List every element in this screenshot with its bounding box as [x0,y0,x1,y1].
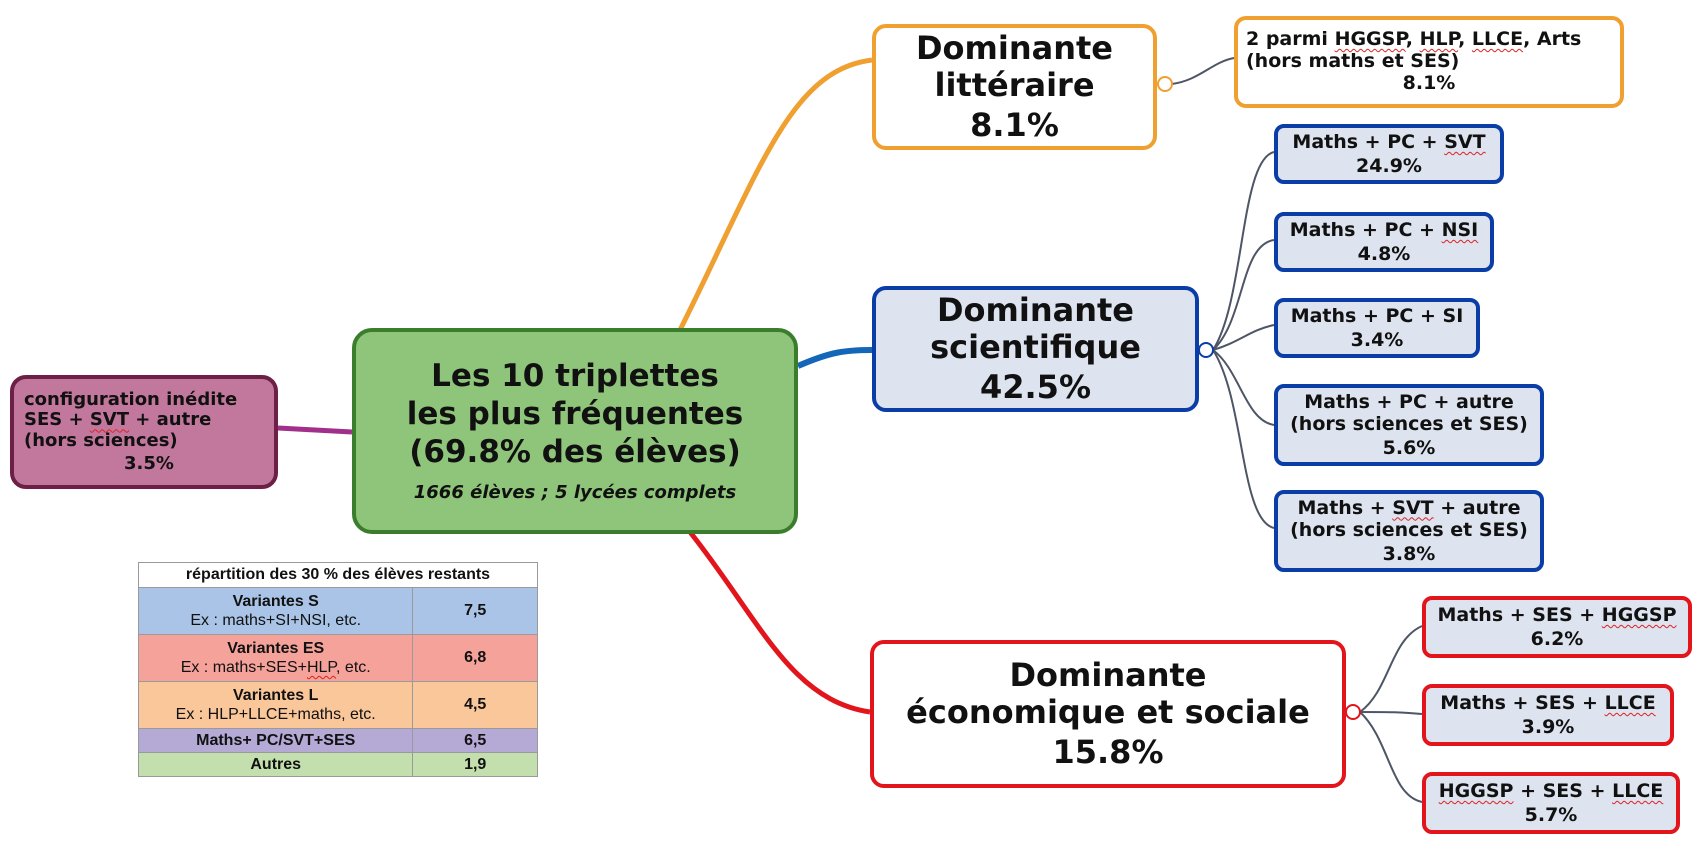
central-title-line-1: Les 10 triplettes [431,357,719,394]
connector-dot-economique[interactable] [1345,704,1361,720]
leaf-scientifique-1[interactable]: Maths + PC + SVT 24.9% [1274,124,1504,184]
wire-sci-leaf-4 [1212,349,1275,426]
leaf-economique-1[interactable]: Maths + SES + HGGSP 6.2% [1422,596,1692,658]
dom-eco-line-1: Dominante [1009,655,1207,694]
central-node[interactable]: Les 10 triplettes les plus fréquentes (6… [352,328,798,534]
wire-eco-leaf-2 [1359,711,1423,715]
central-title-line-2: les plus fréquentes [406,395,744,432]
repartition-table: répartition des 30 % des élèves restants… [137,562,538,777]
leaf-eco-2-pct: 3.9% [1521,716,1575,738]
dom-sci-line-1: Dominante [936,290,1134,329]
dom-eco-line-2: économique et sociale [906,692,1310,731]
table-cell-value: 6,5 [412,728,538,753]
leaf-eco-1-label: Maths + SES + HGGSP [1437,603,1677,626]
node-dominante-economique[interactable]: Dominante économique et sociale 15.8% [870,640,1346,788]
central-subtitle: 1666 élèves ; 5 lycées complets [413,482,737,504]
leaf-litteraire-1[interactable]: 2 parmi HGGSP, HLP, LLCE, Arts (hors mat… [1234,16,1624,108]
leaf-sci-1-label: Maths + PC + SVT [1292,130,1486,153]
node-configuration-inedite[interactable]: configuration inédite SES + SVT + autre … [10,375,278,489]
leaf-sci-2-pct: 4.8% [1357,243,1411,265]
table-cell-label: Variantes L Ex : HLP+LLCE+maths, etc. [137,681,414,729]
left-node-line-2: SES + SVT + autre [24,409,212,431]
leaf-sci-1-pct: 24.9% [1356,155,1422,177]
row-label: Variantes S [232,592,319,610]
table-row: Variantes ES Ex : maths+SES+HLP, etc. 6,… [137,634,538,682]
wire-sci-leaf-2 [1212,239,1275,351]
leaf-sci-5-pct: 3.8% [1382,543,1436,566]
table-cell-label: Maths+ PC/SVT+SES [137,728,414,753]
row-example: Ex : maths+SI+NSI, etc. [190,612,362,629]
leaf-scientifique-5[interactable]: Maths + SVT + autre (hors sciences et SE… [1274,490,1544,572]
wire-sci-leaf-5 [1212,349,1275,529]
row-label: Maths+ PC/SVT+SES [196,731,356,749]
table-cell-value: 4,5 [412,681,538,729]
table-row: Variantes L Ex : HLP+LLCE+maths, etc. 4,… [137,681,538,729]
leaf-sci-3-pct: 3.4% [1350,329,1404,351]
leaf-sci-4-line-2: (hors sciences et SES) [1290,412,1528,435]
row-label: Variantes ES [227,639,325,657]
leaf-scientifique-4[interactable]: Maths + PC + autre (hors sciences et SES… [1274,384,1544,466]
leaf-lit-pct: 8.1% [1402,71,1456,94]
table-cell-label: Autres [137,752,414,777]
table-cell-value: 6,8 [412,634,538,682]
table-row: Maths+ PC/SVT+SES 6,5 [137,728,538,753]
leaf-sci-4-line-1: Maths + PC + autre [1304,390,1514,413]
leaf-economique-2[interactable]: Maths + SES + LLCE 3.9% [1422,684,1674,746]
row-example: Ex : HLP+LLCE+maths, etc. [175,706,376,723]
central-title-line-3: (69.8% des élèves) [409,433,741,470]
row-label: Autres [250,755,302,773]
dom-lit-pct: 8.1% [970,106,1059,145]
table-cell-value: 7,5 [412,587,538,635]
leaf-sci-3-label: Maths + PC + SI [1290,304,1464,327]
row-label: Variantes L [233,686,319,704]
connector-dot-scientifique[interactable] [1198,342,1214,358]
dom-lit-line-1: Dominante [915,28,1113,67]
left-node-line-3: (hors sciences) [24,430,178,451]
branch-scientifique [796,347,873,369]
leaf-lit-line-2: (hors maths et SES) [1246,50,1460,73]
branch-left [277,425,353,435]
left-node-line-1: configuration inédite [24,388,238,410]
dom-sci-line-2: scientifique [930,327,1141,366]
dom-eco-pct: 15.8% [1052,733,1164,772]
leaf-sci-5-line-2: (hors sciences et SES) [1290,518,1528,541]
leaf-scientifique-2[interactable]: Maths + PC + NSI 4.8% [1274,212,1494,272]
dom-lit-line-2: littéraire [934,65,1095,104]
wire-sci-leaf-1 [1212,151,1275,351]
branch-economique [688,530,871,715]
leaf-sci-2-label: Maths + PC + NSI [1289,218,1479,241]
wire-eco-leaf-3 [1359,711,1423,803]
leaf-scientifique-3[interactable]: Maths + PC + SI 3.4% [1274,298,1480,358]
leaf-eco-3-pct: 5.7% [1524,804,1578,826]
table-row: Autres 1,9 [137,752,538,777]
leaf-economique-3[interactable]: HGGSP + SES + LLCE 5.7% [1422,772,1680,834]
leaf-sci-5-line-1: Maths + SVT + autre [1297,496,1521,519]
leaf-sci-4-pct: 5.6% [1382,437,1436,460]
leaf-lit-line-1: 2 parmi HGGSP, HLP, LLCE, Arts [1246,28,1582,51]
leaf-eco-3-label: HGGSP + SES + LLCE [1438,779,1664,802]
node-dominante-scientifique[interactable]: Dominante scientifique 42.5% [872,286,1199,412]
row-example: Ex : maths+SES+HLP, etc. [180,659,371,676]
leaf-eco-1-pct: 6.2% [1530,628,1584,650]
wire-sci-leaf-3 [1212,324,1275,351]
connector-dot-litteraire[interactable] [1157,76,1173,92]
left-node-pct: 3.5% [124,452,174,474]
dom-sci-pct: 42.5% [979,368,1091,407]
node-dominante-litteraire[interactable]: Dominante littéraire 8.1% [872,24,1157,150]
table-row: Variantes S Ex : maths+SI+NSI, etc. 7,5 [137,587,538,635]
wire-lit-leaf [1171,57,1235,85]
branch-litteraire [677,57,873,332]
table-cell-value: 1,9 [412,752,538,777]
table-header: répartition des 30 % des élèves restants [138,562,538,588]
table-cell-label: Variantes S Ex : maths+SI+NSI, etc. [137,587,414,635]
leaf-eco-2-label: Maths + SES + LLCE [1440,691,1656,714]
wire-eco-leaf-1 [1359,625,1423,713]
table-cell-label: Variantes ES Ex : maths+SES+HLP, etc. [137,634,414,682]
